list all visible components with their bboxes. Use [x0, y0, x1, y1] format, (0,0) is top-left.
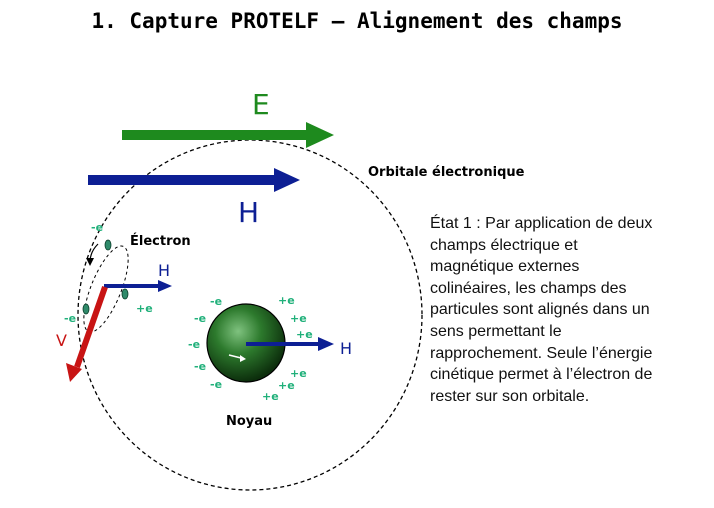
rotation-arrow-head	[86, 258, 94, 266]
noyau-label: Noyau	[226, 414, 272, 429]
electron-particle-left	[82, 303, 90, 315]
nucleus-inner-arrow-head	[240, 355, 246, 362]
nucleus-charge-pos-1: +e	[278, 294, 295, 307]
nucleus-charge-neg-4: -e	[194, 360, 206, 373]
velocity-label: V	[56, 331, 67, 350]
h-field-label: H	[238, 196, 259, 229]
nucleus-charge-neg-3: -e	[188, 338, 200, 351]
nucleus-charge-neg-5: -e	[210, 378, 222, 391]
nucleus-charge-pos-2: +e	[290, 312, 307, 325]
e-field-arrow	[122, 122, 334, 148]
nucleus-charge-pos-3: +e	[296, 328, 313, 341]
e-field-label: E	[252, 88, 270, 121]
nucleus-charge-pos-6: +e	[262, 390, 279, 403]
nucleus-charge-pos-5: +e	[278, 379, 295, 392]
orbit-path	[77, 139, 423, 491]
state-description: État 1 : Par application de deux champs …	[430, 215, 653, 405]
page-title: 1. Capture PROTELF – Alignement des cham…	[91, 9, 623, 33]
electron-charge-top: -e	[91, 221, 103, 234]
electron-h-label: H	[158, 261, 170, 280]
nucleus-h-label: H	[340, 339, 352, 358]
electron-particle-right	[121, 288, 129, 300]
electron-label: Électron	[130, 233, 191, 249]
electron-charge-left: -e	[64, 312, 76, 325]
electron-particle-top	[104, 239, 112, 251]
nucleus-charge-pos-4: +e	[290, 367, 307, 380]
orbitale-label: Orbitale électronique	[368, 165, 525, 180]
nucleus-charge-neg-1: -e	[210, 295, 222, 308]
electron-h-arrow	[104, 280, 172, 292]
electron-charge-right: +e	[136, 302, 153, 315]
h-field-arrow	[88, 168, 300, 192]
nucleus-charge-neg-2: -e	[194, 312, 206, 325]
nucleus-inner-arrow	[228, 354, 242, 359]
nucleus-h-arrow	[246, 337, 334, 351]
velocity-arrow	[66, 286, 108, 382]
